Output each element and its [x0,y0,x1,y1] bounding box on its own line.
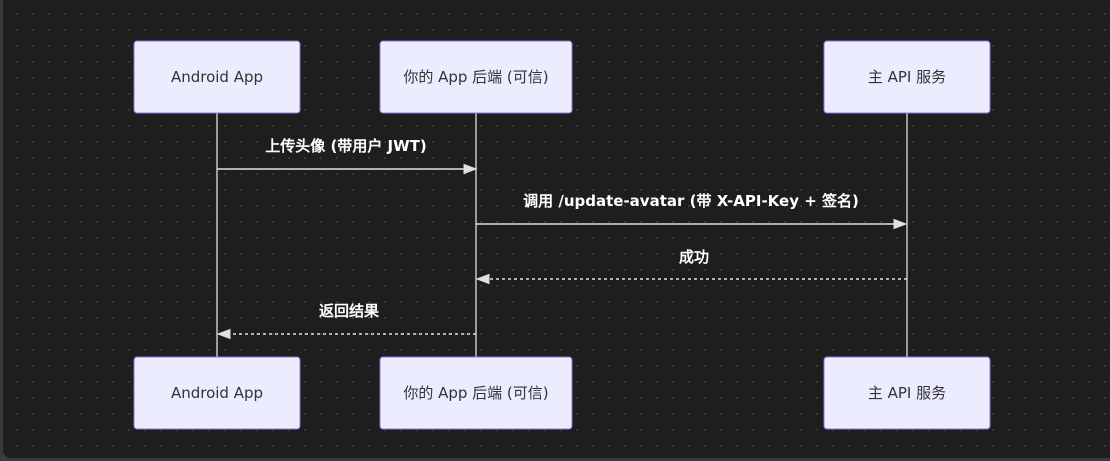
participant-main-api-top: 主 API 服务 [823,40,991,114]
message-label: 上传头像 (带用户 JWT) [265,137,427,155]
participant-box [823,356,991,430]
arrowhead-right-icon [463,163,478,175]
participant-box [379,356,573,430]
participant-android-app-bottom: Android App [133,356,301,430]
message-call-update-avatar: 调用 /update-avatar (带 X-API-Key + 签名) [476,192,908,230]
participant-label: 主 API 服务 [868,68,946,86]
participant-label: 你的 App 后端 (可信) [403,384,548,402]
participant-main-api-bottom: 主 API 服务 [823,356,991,430]
participant-label: Android App [171,384,263,402]
message-label: 调用 /update-avatar (带 X-API-Key + 签名) [523,192,859,210]
participant-backend-bottom: 你的 App 后端 (可信) [379,356,573,430]
participant-label: 主 API 服务 [868,384,946,402]
message-label: 成功 [679,248,709,266]
arrowhead-left-icon [475,273,490,285]
message-label: 返回结果 [319,302,380,320]
arrowhead-right-icon [893,218,908,230]
participant-label: 你的 App 后端 (可信) [403,68,548,86]
arrowhead-left-icon [216,328,231,340]
message-return-result: 返回结果 [216,302,476,340]
participant-label: Android App [171,68,263,86]
participant-box [133,356,301,430]
participant-box [823,40,991,114]
message-success-reply: 成功 [475,248,907,285]
participant-box [133,40,301,114]
message-upload-avatar: 上传头像 (带用户 JWT) [217,137,478,175]
participant-backend-top: 你的 App 后端 (可信) [379,40,573,114]
participant-box [379,40,573,114]
participant-android-app-top: Android App [133,40,301,114]
